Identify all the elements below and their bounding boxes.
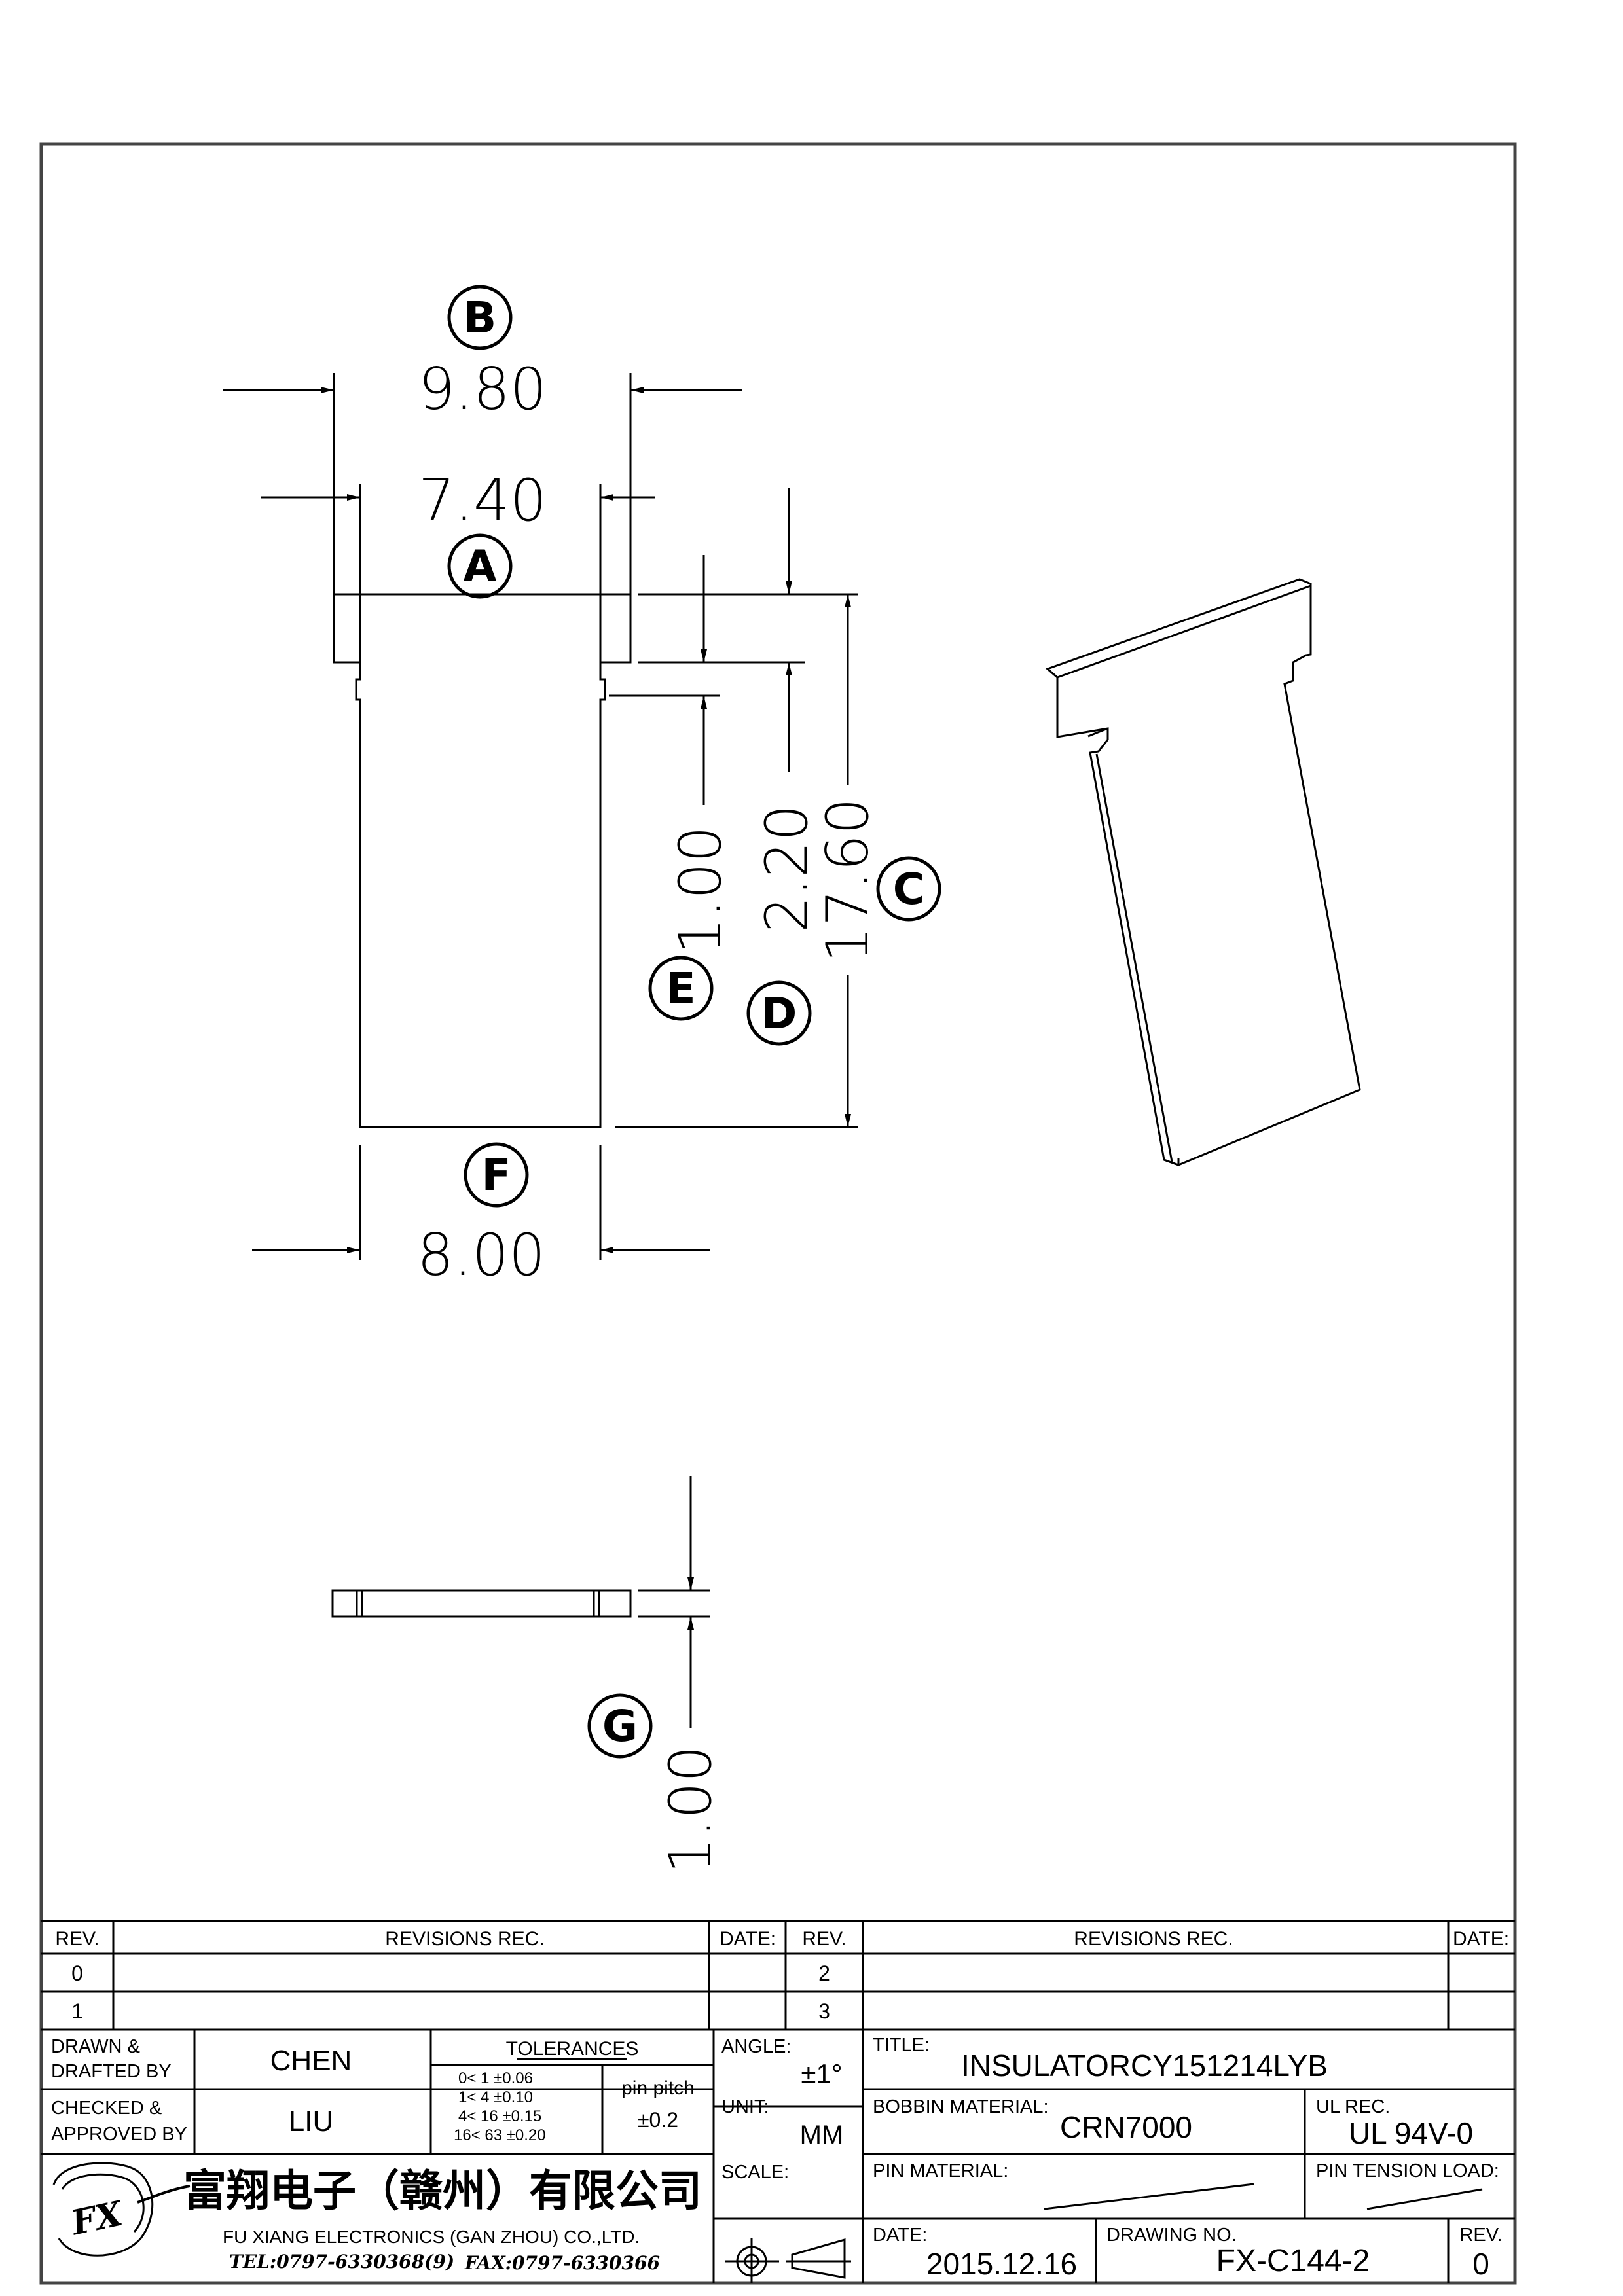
pin-pitch-value: ±0.2 <box>638 2108 678 2132</box>
dim-d-letter: D <box>761 988 797 1039</box>
company-logo <box>52 2162 191 2257</box>
ul-rec-value: UL 94V-0 <box>1349 2116 1473 2150</box>
dim-g-letter: G <box>602 1701 638 1751</box>
sheet-border <box>39 142 1517 2285</box>
dim-f-letter: F <box>481 1150 511 1200</box>
company-name-cn: 富翔电子（赣州）有限公司 <box>183 2166 702 2216</box>
title-block-lines <box>41 1920 1515 2283</box>
unit-label: UNIT: <box>721 2096 769 2117</box>
rev-header-left: REV. <box>55 1928 99 1950</box>
checked-label-1: CHECKED & <box>51 2098 162 2119</box>
date-label: DATE: <box>873 2225 927 2246</box>
tolerance-row-4: 16< 63 ±0.20 <box>454 2126 546 2144</box>
rev-label: REV. <box>1459 2225 1502 2246</box>
isometric-view <box>1046 578 1361 1166</box>
drawn-label-2: DRAFTED BY <box>51 2061 172 2082</box>
dim-d-value: 2.20 <box>753 804 820 933</box>
rev-row-2: 2 <box>818 1962 830 1985</box>
tolerance-row-1: 0< 1 ±0.06 <box>458 2070 533 2087</box>
dim-b-letter: B <box>464 293 496 343</box>
company-logo-text: FX <box>67 2193 128 2244</box>
front-view-outline <box>333 593 632 1128</box>
pin-material-label: PIN MATERIAL: <box>873 2161 1008 2181</box>
dim-g-value: 1.00 <box>657 1746 724 1874</box>
unit-value: MM <box>800 2121 844 2149</box>
side-view <box>331 1476 710 1728</box>
bobbin-material-label: BOBBIN MATERIAL: <box>873 2096 1049 2117</box>
dim-c-letter: C <box>893 864 924 914</box>
date-header-left: DATE: <box>720 1928 776 1950</box>
projection-symbol-icon <box>725 2238 851 2283</box>
rev-row-1: 1 <box>71 2000 83 2023</box>
dim-b-value: 9.80 <box>418 355 547 423</box>
dim-a-balloon <box>447 533 513 599</box>
revisions-header-right: REVISIONS REC. <box>1074 1928 1233 1950</box>
dim-g-balloon <box>587 1693 653 1759</box>
checked-value: LIU <box>289 2106 333 2138</box>
tolerance-row-3: 4< 16 ±0.15 <box>458 2108 541 2125</box>
pin-pitch-label: pin pitch <box>621 2077 695 2099</box>
dim-f-balloon <box>464 1142 529 1208</box>
checked-label-2: APPROVED BY <box>51 2124 187 2145</box>
drawn-value: CHEN <box>270 2045 352 2077</box>
drawing-no-label: DRAWING NO. <box>1106 2225 1237 2246</box>
dim-e-balloon <box>648 956 714 1021</box>
revisions-header-left: REVISIONS REC. <box>385 1928 544 1950</box>
dim-b-balloon <box>447 285 513 350</box>
date-value: 2015.12.16 <box>926 2247 1077 2281</box>
dim-a-value: 7.40 <box>418 467 547 534</box>
bobbin-material-value: CRN7000 <box>1060 2110 1192 2144</box>
rev-value: 0 <box>1472 2247 1489 2281</box>
dim-c-value: 17.60 <box>814 798 881 963</box>
front-view-dimension-lines <box>223 387 851 1253</box>
drawing-no-value: FX-C144-2 <box>1216 2244 1370 2278</box>
company-fax: FAX:0797-6330366 <box>464 2252 660 2274</box>
dim-a-letter: A <box>463 541 496 592</box>
dim-d-balloon <box>746 980 812 1046</box>
dim-c-balloon <box>876 856 941 922</box>
dim-f-value: 8.00 <box>417 1221 545 1289</box>
tolerances-header: TOLERANCES <box>506 2038 639 2060</box>
rev-row-0: 0 <box>71 1962 83 1985</box>
title-value: INSULATORCY151214LYB <box>961 2049 1328 2083</box>
dim-e-value: 1.00 <box>666 826 734 954</box>
rev-header-right: REV. <box>802 1928 846 1950</box>
angle-label: ANGLE: <box>721 2036 791 2057</box>
dim-e-letter: E <box>666 963 695 1014</box>
company-tel: TEL:0797-6330368(9) <box>229 2251 454 2272</box>
front-view <box>333 373 858 1260</box>
drawn-label-1: DRAWN & <box>51 2036 140 2057</box>
pin-tension-label: PIN TENSION LOAD: <box>1316 2161 1499 2181</box>
title-label: TITLE: <box>873 2035 930 2056</box>
ul-rec-label: UL REC. <box>1316 2096 1390 2117</box>
date-header-right: DATE: <box>1453 1928 1509 1950</box>
angle-value: ±1° <box>801 2058 842 2089</box>
tolerance-row-2: 1< 4 ±0.10 <box>458 2089 533 2106</box>
scale-label: SCALE: <box>721 2162 789 2183</box>
company-name-en: FU XIANG ELECTRONICS (GAN ZHOU) CO.,LTD. <box>223 2227 640 2247</box>
rev-row-3: 3 <box>818 2000 830 2023</box>
